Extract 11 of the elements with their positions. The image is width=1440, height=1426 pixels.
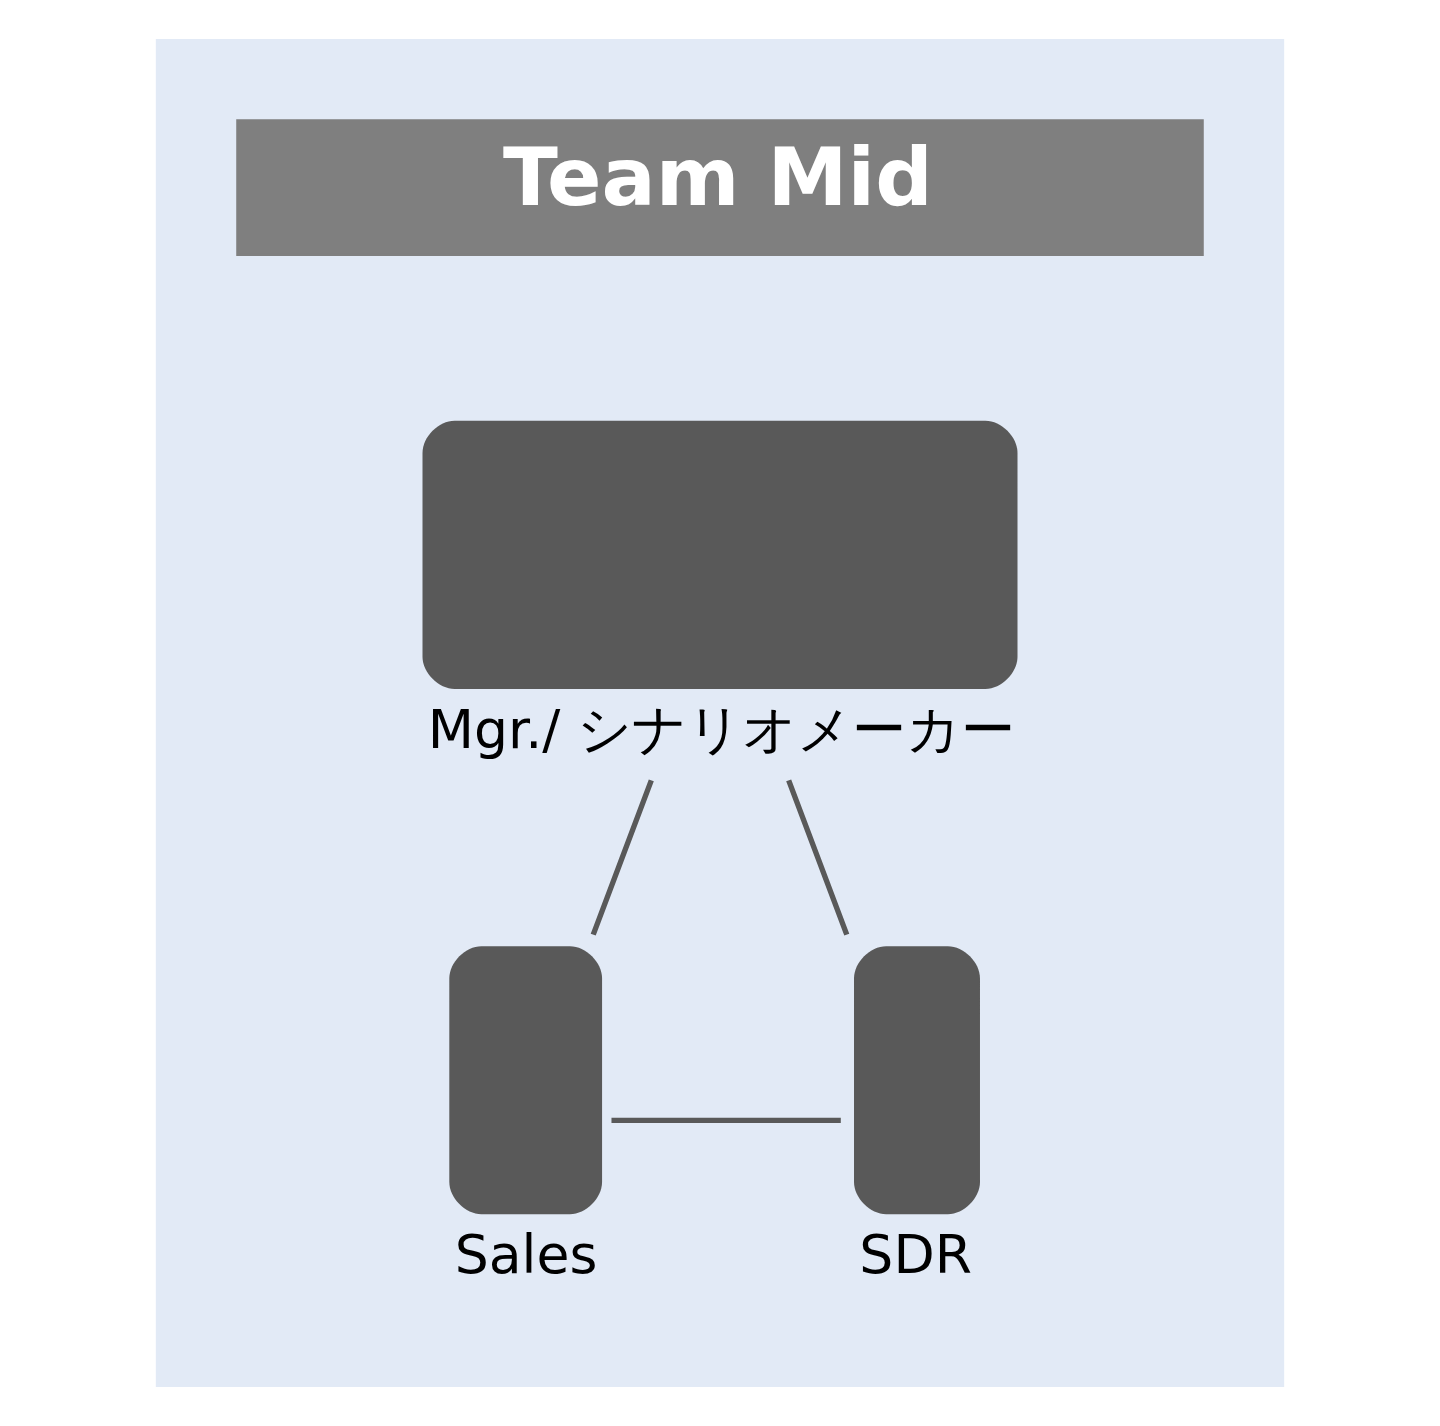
- connector: [611, 1117, 841, 1124]
- node-person: [422, 420, 1018, 689]
- node-label: SDR: [859, 1223, 972, 1287]
- connector: [590, 779, 654, 936]
- cluster: [155, 38, 1285, 1388]
- node-label: Sales: [454, 1223, 598, 1287]
- connector: [786, 779, 850, 936]
- node-person: [854, 946, 980, 1215]
- node-label: Mgr./ シナリオメーカー: [427, 697, 1016, 761]
- node-box: Team Mid: [236, 119, 1204, 257]
- node-person: [449, 946, 603, 1215]
